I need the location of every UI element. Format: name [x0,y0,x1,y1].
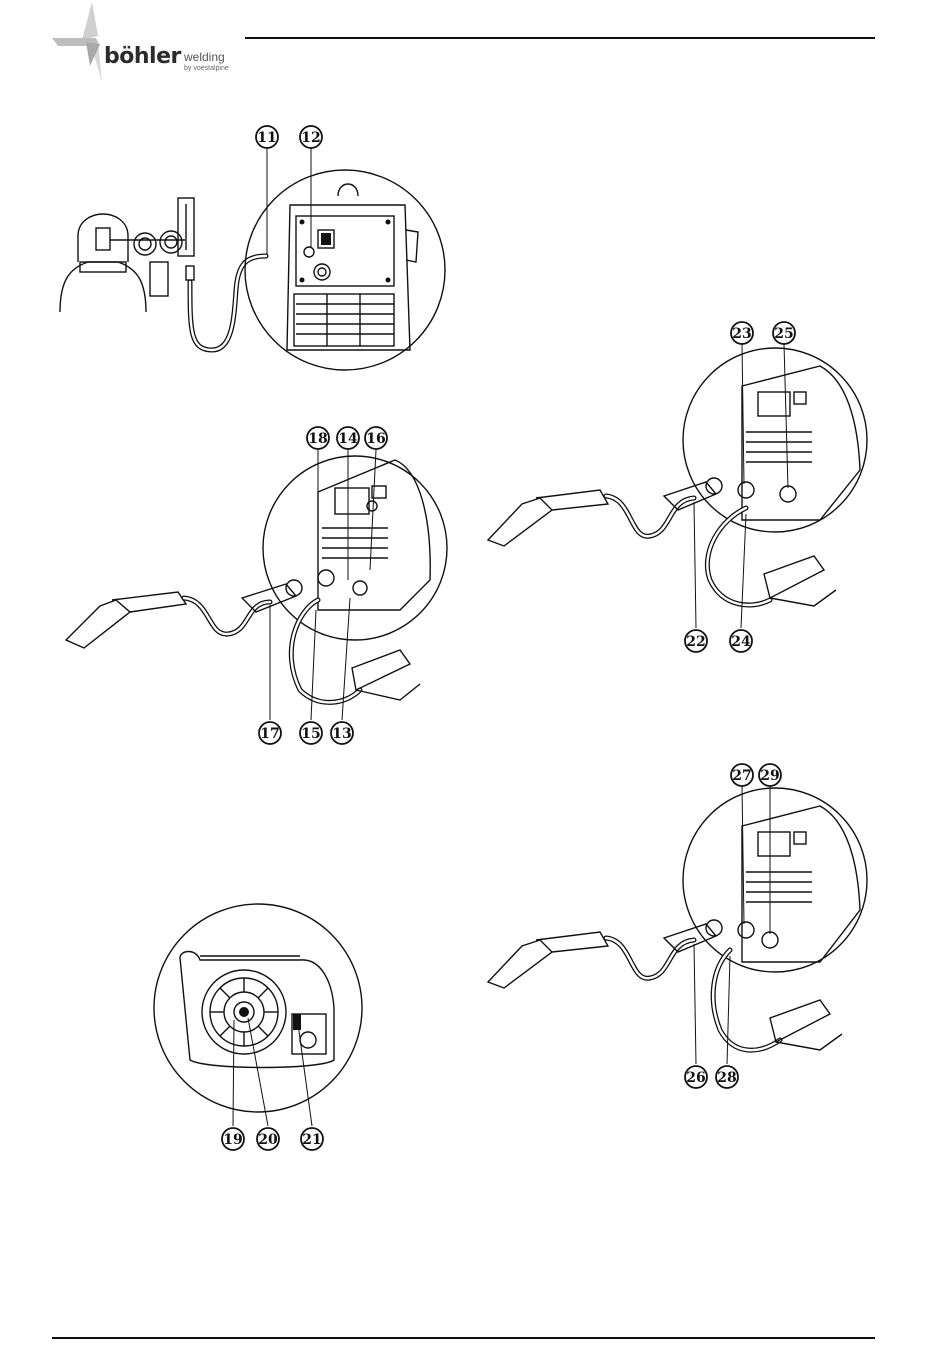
svg-text:21: 21 [302,1132,321,1148]
svg-text:12: 12 [301,130,320,146]
svg-text:15: 15 [301,726,320,742]
figure-torch-connection-b [488,344,867,628]
svg-text:11: 11 [257,130,276,146]
callout-18: 18 [307,427,329,449]
callout-29: 29 [759,764,781,786]
callout-23: 23 [731,322,753,344]
svg-text:22: 22 [686,634,705,650]
svg-text:23: 23 [732,326,751,342]
figure-torch-connection-c [488,786,867,1064]
callout-24: 24 [730,630,752,652]
callout-19: 19 [222,1128,244,1150]
callout-13: 13 [331,722,353,744]
callout-26: 26 [685,1066,707,1088]
callout-25: 25 [773,322,795,344]
figure-gas-connection [60,148,445,370]
callout-15: 15 [300,722,322,744]
callout-21: 21 [301,1128,323,1150]
svg-text:17: 17 [260,726,279,742]
svg-text:27: 27 [732,768,751,784]
callout-12: 12 [300,126,322,148]
svg-text:18: 18 [308,431,327,447]
svg-text:24: 24 [731,634,751,650]
svg-text:26: 26 [686,1070,705,1086]
callout-16: 16 [365,427,387,449]
svg-text:28: 28 [717,1070,736,1086]
callout-20: 20 [257,1128,279,1150]
callout-22: 22 [685,630,707,652]
callout-14: 14 [337,427,359,449]
callout-27: 27 [731,764,753,786]
figure-torch-connection-a [66,450,447,720]
svg-text:29: 29 [760,768,779,784]
svg-text:13: 13 [332,726,351,742]
svg-text:25: 25 [774,326,793,342]
callout-17: 17 [259,722,281,744]
svg-text:19: 19 [223,1132,242,1148]
svg-text:20: 20 [258,1132,278,1148]
svg-text:16: 16 [366,431,385,447]
callout-11: 11 [256,126,278,148]
svg-text:14: 14 [338,431,358,447]
figure-wire-spool [154,904,362,1126]
callout-28: 28 [716,1066,738,1088]
